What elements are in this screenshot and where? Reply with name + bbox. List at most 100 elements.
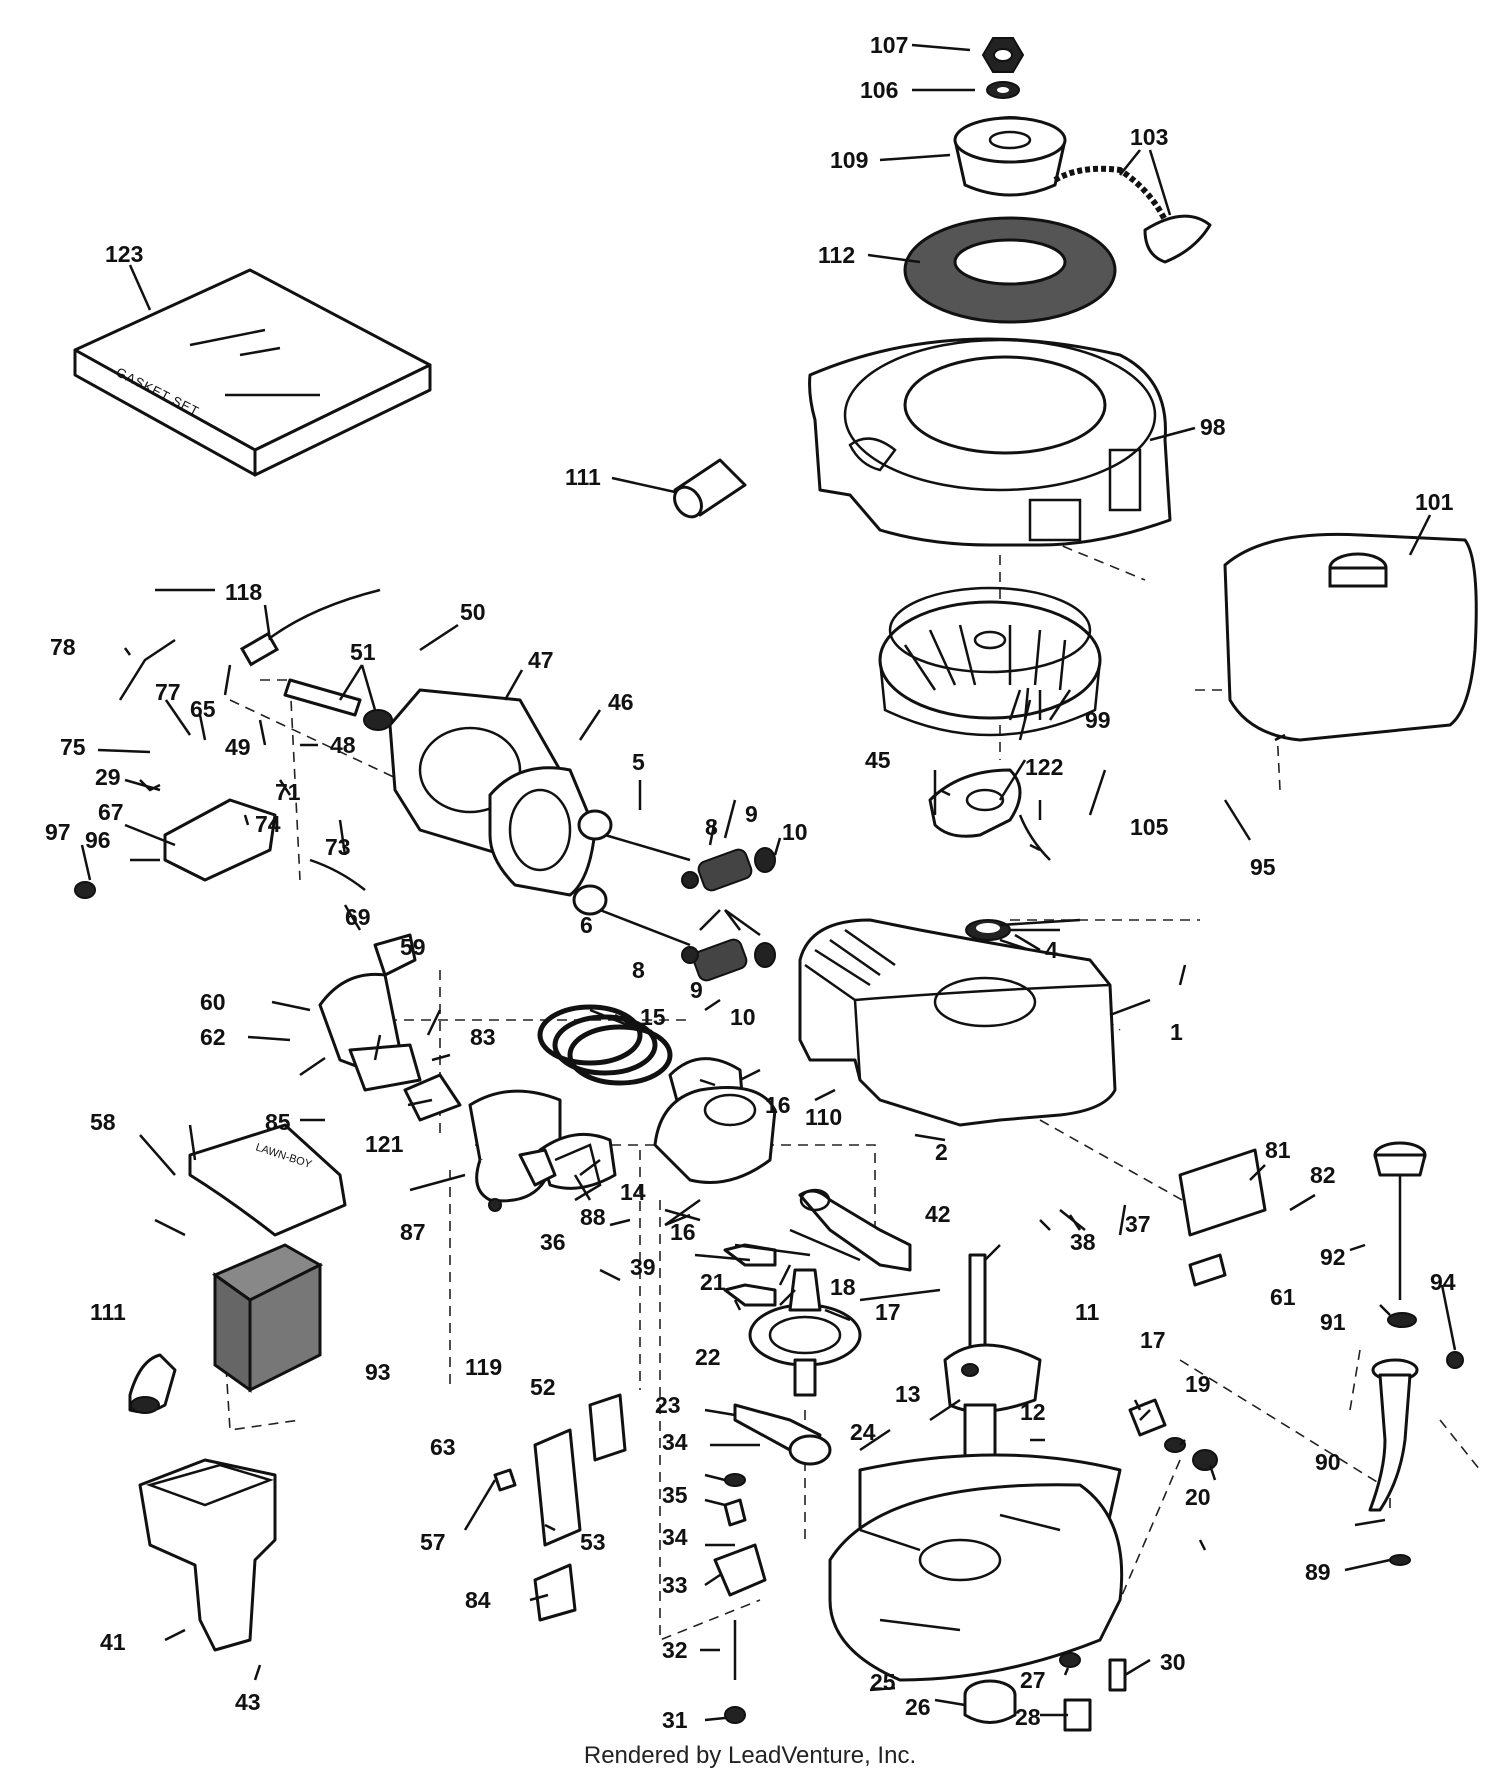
- callout-50: 50: [460, 599, 486, 625]
- head-gasket: [488, 766, 597, 897]
- callout-67: 67: [98, 799, 124, 825]
- callout-91: 91: [1320, 1309, 1346, 1335]
- callout-19: 19: [1185, 1371, 1211, 1397]
- callout-111-lower: 111: [90, 1299, 126, 1325]
- callout-31: 31: [662, 1707, 688, 1733]
- callout-34-upper: 34: [662, 1429, 688, 1455]
- callout-57: 57: [420, 1529, 446, 1555]
- callout-46: 46: [608, 689, 634, 715]
- callout-105: 105: [1130, 814, 1169, 840]
- callout-53: 53: [580, 1529, 606, 1555]
- callout-14: 14: [620, 1179, 646, 1205]
- spacer-tube: [673, 458, 747, 519]
- callout-123: 123: [105, 241, 143, 267]
- callout-59: 59: [400, 934, 426, 960]
- callout-74: 74: [255, 811, 281, 837]
- gasket-set-box: GASKET SET: [73, 268, 432, 477]
- callout-69: 69: [345, 904, 371, 930]
- callout-61: 61: [1270, 1284, 1296, 1310]
- callout-26: 26: [905, 1694, 931, 1720]
- governor-parts: [488, 1143, 602, 1212]
- callout-97: 97: [45, 819, 71, 845]
- crankshaft-seal: [965, 919, 1011, 941]
- callout-32: 32: [662, 1637, 688, 1663]
- callout-87: 87: [400, 1219, 426, 1245]
- callout-93: 93: [365, 1359, 391, 1385]
- callout-96: 96: [85, 827, 111, 853]
- callout-23: 23: [655, 1392, 681, 1418]
- callout-48: 48: [330, 732, 356, 758]
- intake-gasket: [403, 1073, 462, 1122]
- callout-13: 13: [895, 1381, 921, 1407]
- piston: [653, 1057, 777, 1184]
- callout-90: 90: [1315, 1449, 1341, 1475]
- callout-99: 99: [1085, 707, 1111, 733]
- callout-9-upper: 9: [745, 801, 758, 827]
- callout-95: 95: [1250, 854, 1276, 880]
- flywheel-washer: [986, 81, 1020, 99]
- callout-37: 37: [1125, 1211, 1151, 1237]
- callout-39: 39: [630, 1254, 656, 1280]
- callout-2: 2: [935, 1139, 948, 1165]
- callout-10-lower: 10: [730, 1004, 756, 1030]
- valve-springs: [681, 847, 776, 982]
- callout-88: 88: [580, 1204, 606, 1230]
- governor-shaft-and-gear: [713, 1403, 832, 1724]
- callout-60: 60: [200, 989, 226, 1015]
- callout-52: 52: [530, 1374, 556, 1400]
- callout-119: 119: [465, 1354, 502, 1380]
- callout-110: 110: [805, 1104, 842, 1130]
- callout-82: 82: [1310, 1162, 1336, 1188]
- air-cleaner-cover: LAWN-BOY: [188, 1123, 347, 1237]
- callout-34-lower: 34: [662, 1524, 688, 1550]
- callout-121: 121: [365, 1131, 404, 1157]
- callout-28: 28: [1015, 1704, 1041, 1730]
- callout-45: 45: [865, 747, 891, 773]
- callout-33: 33: [662, 1572, 688, 1598]
- callout-58: 58: [90, 1109, 116, 1135]
- camshaft: [748, 1268, 862, 1397]
- callout-109: 109: [830, 147, 868, 173]
- callout-5: 5: [632, 749, 645, 775]
- connecting-rod: [789, 1188, 912, 1272]
- air-filter: [211, 1243, 324, 1393]
- callout-4: 4: [1045, 937, 1058, 963]
- callout-16-upper: 16: [765, 1092, 791, 1118]
- spark-plug: [283, 678, 393, 731]
- valves: [572, 809, 691, 947]
- callout-11: 11: [1075, 1299, 1100, 1325]
- callout-94: 94: [1430, 1269, 1456, 1295]
- valve-lifters: [723, 1243, 777, 1307]
- callout-12: 12: [1020, 1399, 1046, 1425]
- callout-47: 47: [528, 647, 554, 673]
- oil-fill-tube: [1368, 1351, 1464, 1566]
- callout-21: 21: [700, 1269, 726, 1295]
- callout-65: 65: [190, 696, 216, 722]
- callout-8-lower: 8: [632, 957, 645, 983]
- callout-92: 92: [1320, 1244, 1346, 1270]
- callout-35: 35: [662, 1482, 688, 1508]
- callout-6: 6: [580, 912, 593, 938]
- callout-62: 62: [200, 1024, 226, 1050]
- callout-30: 30: [1160, 1649, 1186, 1675]
- callout-106: 106: [860, 77, 898, 103]
- callout-98: 98: [1200, 414, 1226, 440]
- callout-83: 83: [470, 1024, 496, 1050]
- callout-101: 101: [1415, 489, 1454, 515]
- air-screen: [903, 216, 1117, 324]
- breather-plate: [1178, 1148, 1267, 1287]
- callout-84: 84: [465, 1587, 491, 1613]
- callout-27: 27: [1020, 1667, 1046, 1693]
- callout-63: 63: [430, 1434, 456, 1460]
- leader-lines: [80, 43, 1457, 1722]
- callout-103: 103: [1130, 124, 1168, 150]
- callout-36: 36: [540, 1229, 566, 1255]
- callout-9-lower: 9: [690, 977, 703, 1003]
- starter-rope-handle: [1053, 165, 1212, 264]
- callout-labels: 107 106 109 103 112 123 98 111 101 118 5…: [45, 32, 1456, 1733]
- callout-18: 18: [830, 1274, 856, 1300]
- callout-24: 24: [850, 1419, 876, 1445]
- callout-81: 81: [1265, 1137, 1291, 1163]
- callout-77: 77: [155, 679, 181, 705]
- flywheel: [878, 586, 1102, 737]
